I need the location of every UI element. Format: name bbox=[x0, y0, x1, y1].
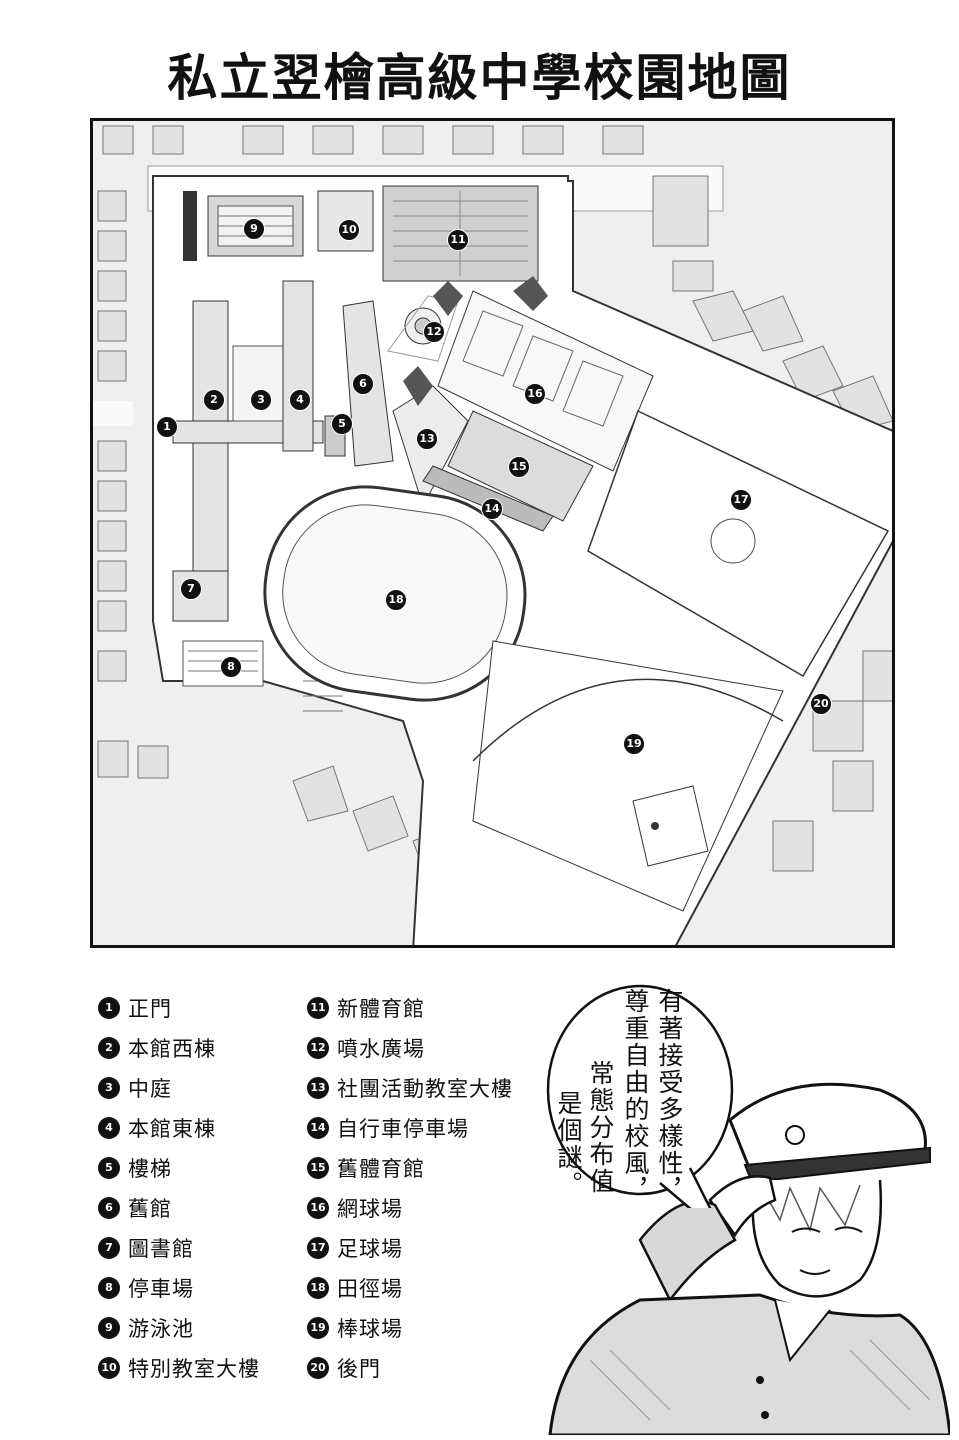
legend-number: 10 bbox=[98, 1357, 120, 1379]
legend-label: 特別教室大樓 bbox=[128, 1357, 260, 1381]
legend-item: 13 社團活動教室大樓 bbox=[307, 1068, 513, 1108]
map-marker-15[interactable]: 15 bbox=[508, 456, 530, 478]
legend-number: 9 bbox=[98, 1317, 120, 1339]
legend-column-2: 11 新體育館 12 噴水廣場 13 社團活動教室大樓 14 自行車停車場 15 舊體育館… bbox=[307, 988, 513, 1388]
legend-number: 15 bbox=[307, 1157, 329, 1179]
legend-item: 8 停車場 bbox=[98, 1268, 260, 1308]
map-marker-10[interactable]: 10 bbox=[338, 219, 360, 241]
map-marker-4[interactable]: 4 bbox=[289, 389, 311, 411]
legend-number: 7 bbox=[98, 1237, 120, 1259]
legend-label: 樓梯 bbox=[128, 1157, 172, 1181]
legend-item: 14 自行車停車場 bbox=[307, 1108, 513, 1148]
legend-number: 6 bbox=[98, 1197, 120, 1219]
legend-item: 6 舊館 bbox=[98, 1188, 260, 1228]
map-marker-7[interactable]: 7 bbox=[180, 578, 202, 600]
map-marker-17[interactable]: 17 bbox=[730, 489, 752, 511]
legend-label: 自行車停車場 bbox=[337, 1117, 469, 1141]
legend-number: 20 bbox=[307, 1357, 329, 1379]
legend-item: 2 本館西棟 bbox=[98, 1028, 260, 1068]
map-marker-9[interactable]: 9 bbox=[243, 218, 265, 240]
map-marker-1[interactable]: 1 bbox=[156, 416, 178, 438]
legend-item: 12 噴水廣場 bbox=[307, 1028, 513, 1068]
legend-item: 4 本館東棟 bbox=[98, 1108, 260, 1148]
legend-label: 舊體育館 bbox=[337, 1157, 425, 1181]
legend-label: 舊館 bbox=[128, 1197, 172, 1221]
legend-label: 後門 bbox=[337, 1357, 381, 1381]
map-marker-3[interactable]: 3 bbox=[250, 389, 272, 411]
speech-line-2: 尊重自由的校風， bbox=[621, 988, 650, 1204]
character-illustration bbox=[548, 1082, 950, 1435]
speech-line-1: 有著接受多樣性， bbox=[655, 988, 684, 1204]
map-marker-11[interactable]: 11 bbox=[447, 229, 469, 251]
legend-item: 19 棒球場 bbox=[307, 1308, 513, 1348]
speech-line-4: 是個謎。 bbox=[554, 1090, 583, 1198]
legend-label: 噴水廣場 bbox=[337, 1037, 425, 1061]
legend-label: 本館西棟 bbox=[128, 1037, 216, 1061]
legend-number: 1 bbox=[98, 997, 120, 1019]
legend-label: 中庭 bbox=[128, 1077, 172, 1101]
map-marker-2[interactable]: 2 bbox=[203, 389, 225, 411]
legend-label: 足球場 bbox=[337, 1237, 403, 1261]
legend-number: 17 bbox=[307, 1237, 329, 1259]
legend-label: 游泳池 bbox=[128, 1317, 194, 1341]
legend-item: 16 網球場 bbox=[307, 1188, 513, 1228]
map-marker-6[interactable]: 6 bbox=[352, 373, 374, 395]
legend-label: 田徑場 bbox=[337, 1277, 403, 1301]
map-marker-12[interactable]: 12 bbox=[423, 321, 445, 343]
legend-item: 11 新體育館 bbox=[307, 988, 513, 1028]
legend-number: 16 bbox=[307, 1197, 329, 1219]
legend-item: 10 特別教室大樓 bbox=[98, 1348, 260, 1388]
map-marker-16[interactable]: 16 bbox=[524, 383, 546, 405]
legend-item: 7 圖書館 bbox=[98, 1228, 260, 1268]
legend-number: 11 bbox=[307, 997, 329, 1019]
legend-label: 本館東棟 bbox=[128, 1117, 216, 1141]
map-marker-18[interactable]: 18 bbox=[385, 589, 407, 611]
map-marker-19[interactable]: 19 bbox=[623, 733, 645, 755]
legend-item: 20 後門 bbox=[307, 1348, 513, 1388]
legend-number: 8 bbox=[98, 1277, 120, 1299]
legend-item: 15 舊體育館 bbox=[307, 1148, 513, 1188]
map-marker-5[interactable]: 5 bbox=[331, 413, 353, 435]
legend-number: 4 bbox=[98, 1117, 120, 1139]
legend-number: 18 bbox=[307, 1277, 329, 1299]
legend-label: 新體育館 bbox=[337, 997, 425, 1021]
speech-line-3: 常態分布值 bbox=[586, 1060, 615, 1195]
map-drawing bbox=[93, 121, 892, 945]
campus-map: 1 2 3 4 5 6 7 8 9 10 11 12 13 14 15 16 1… bbox=[90, 118, 895, 948]
legend-item: 17 足球場 bbox=[307, 1228, 513, 1268]
legend-number: 14 bbox=[307, 1117, 329, 1139]
legend-label: 圖書館 bbox=[128, 1237, 194, 1261]
legend-label: 社團活動教室大樓 bbox=[337, 1077, 513, 1101]
legend-item: 1 正門 bbox=[98, 988, 260, 1028]
legend-number: 19 bbox=[307, 1317, 329, 1339]
legend-label: 正門 bbox=[128, 997, 172, 1021]
legend-label: 棒球場 bbox=[337, 1317, 403, 1341]
map-marker-13[interactable]: 13 bbox=[416, 428, 438, 450]
legend-number: 13 bbox=[307, 1077, 329, 1099]
legend-item: 9 游泳池 bbox=[98, 1308, 260, 1348]
map-marker-14[interactable]: 14 bbox=[481, 498, 503, 520]
legend-label: 網球場 bbox=[337, 1197, 403, 1221]
legend-item: 3 中庭 bbox=[98, 1068, 260, 1108]
speech-bubble bbox=[546, 984, 734, 1208]
map-marker-8[interactable]: 8 bbox=[220, 656, 242, 678]
legend-item: 5 樓梯 bbox=[98, 1148, 260, 1188]
legend-number: 5 bbox=[98, 1157, 120, 1179]
legend-item: 18 田徑場 bbox=[307, 1268, 513, 1308]
legend-number: 3 bbox=[98, 1077, 120, 1099]
page-title: 私立翌檜高級中學校園地圖 bbox=[167, 48, 792, 107]
legend-number: 12 bbox=[307, 1037, 329, 1059]
map-marker-20[interactable]: 20 bbox=[810, 693, 832, 715]
legend-number: 2 bbox=[98, 1037, 120, 1059]
legend-label: 停車場 bbox=[128, 1277, 194, 1301]
